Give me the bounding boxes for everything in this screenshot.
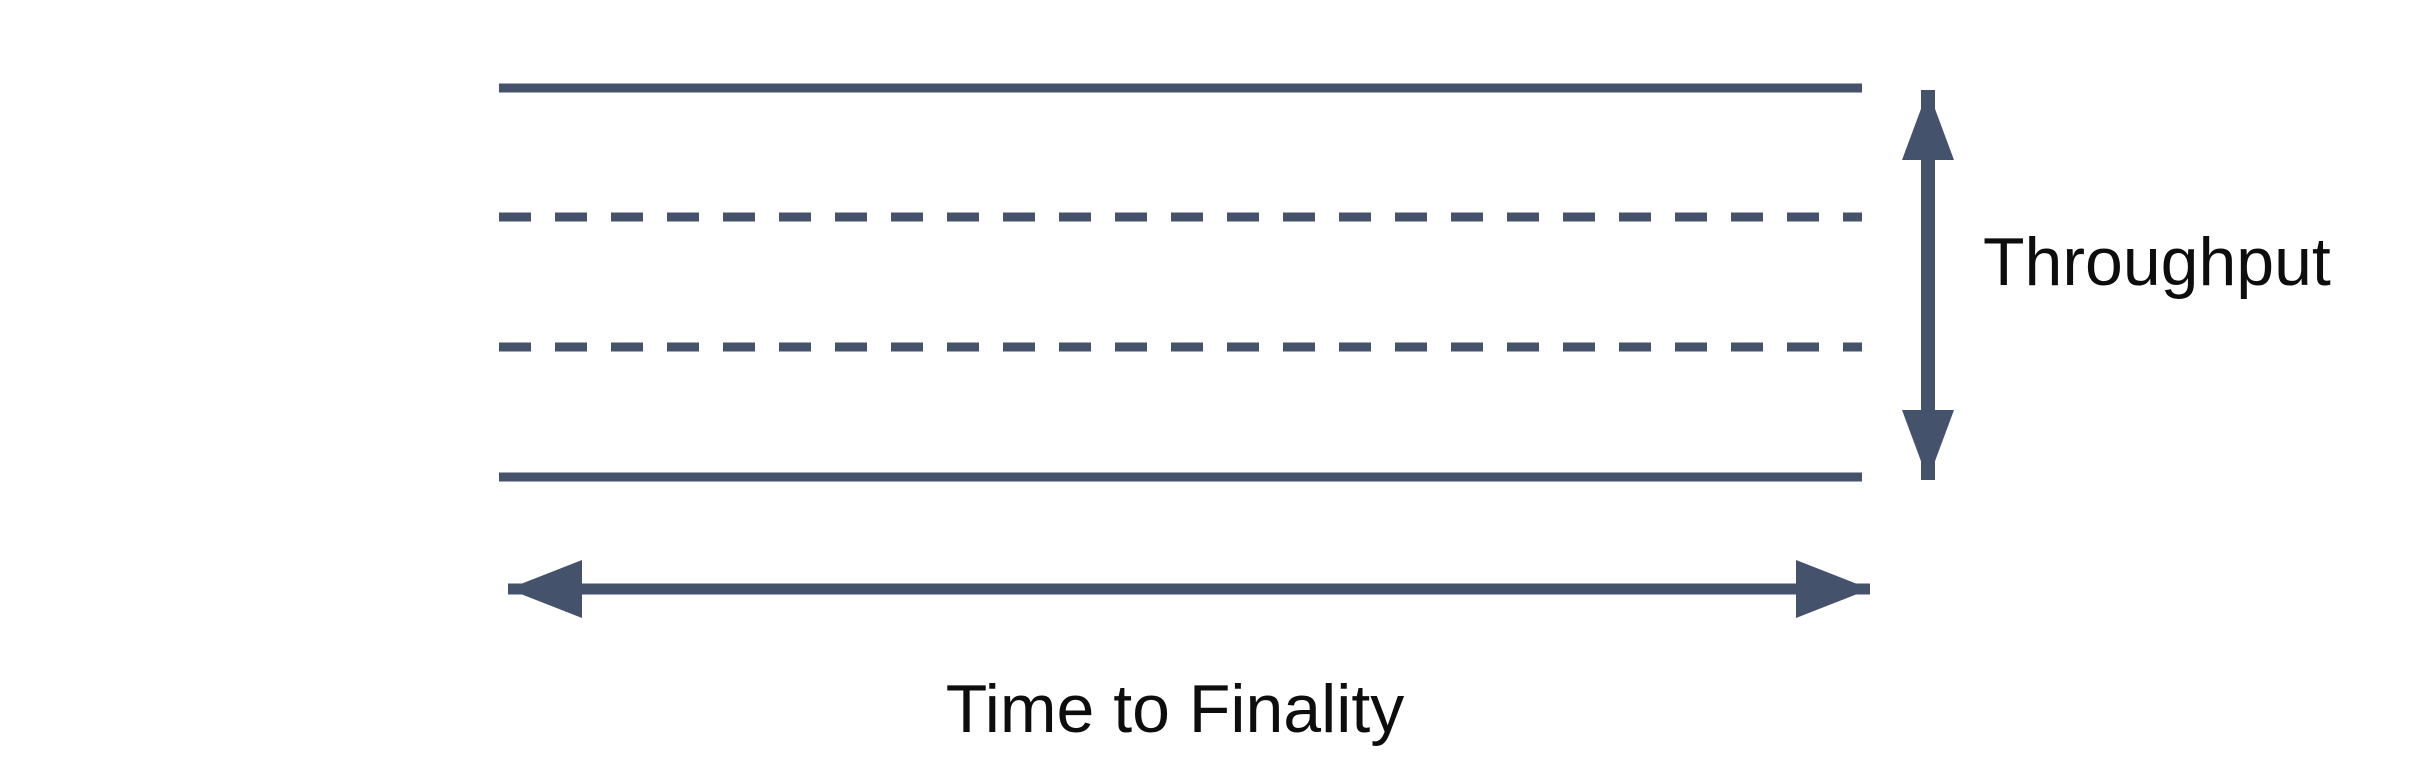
throughput-arrow-head-up-icon xyxy=(1902,90,1954,160)
time-to-finality-arrow xyxy=(508,560,1870,618)
throughput-arrow-head-down-icon xyxy=(1902,410,1954,480)
time-to-finality-label: Time to Finality xyxy=(946,671,1404,747)
throughput-arrow xyxy=(1902,90,1954,480)
time-to-finality-arrow-head-right-icon xyxy=(1796,560,1870,618)
time-to-finality-arrow-shaft xyxy=(508,583,1870,595)
throughput-arrow-shaft xyxy=(1921,90,1935,480)
lane-lines-group xyxy=(499,83,1862,482)
time-to-finality-arrow-head-left-icon xyxy=(508,560,582,618)
throughput-label: Throughput xyxy=(1983,224,2331,300)
